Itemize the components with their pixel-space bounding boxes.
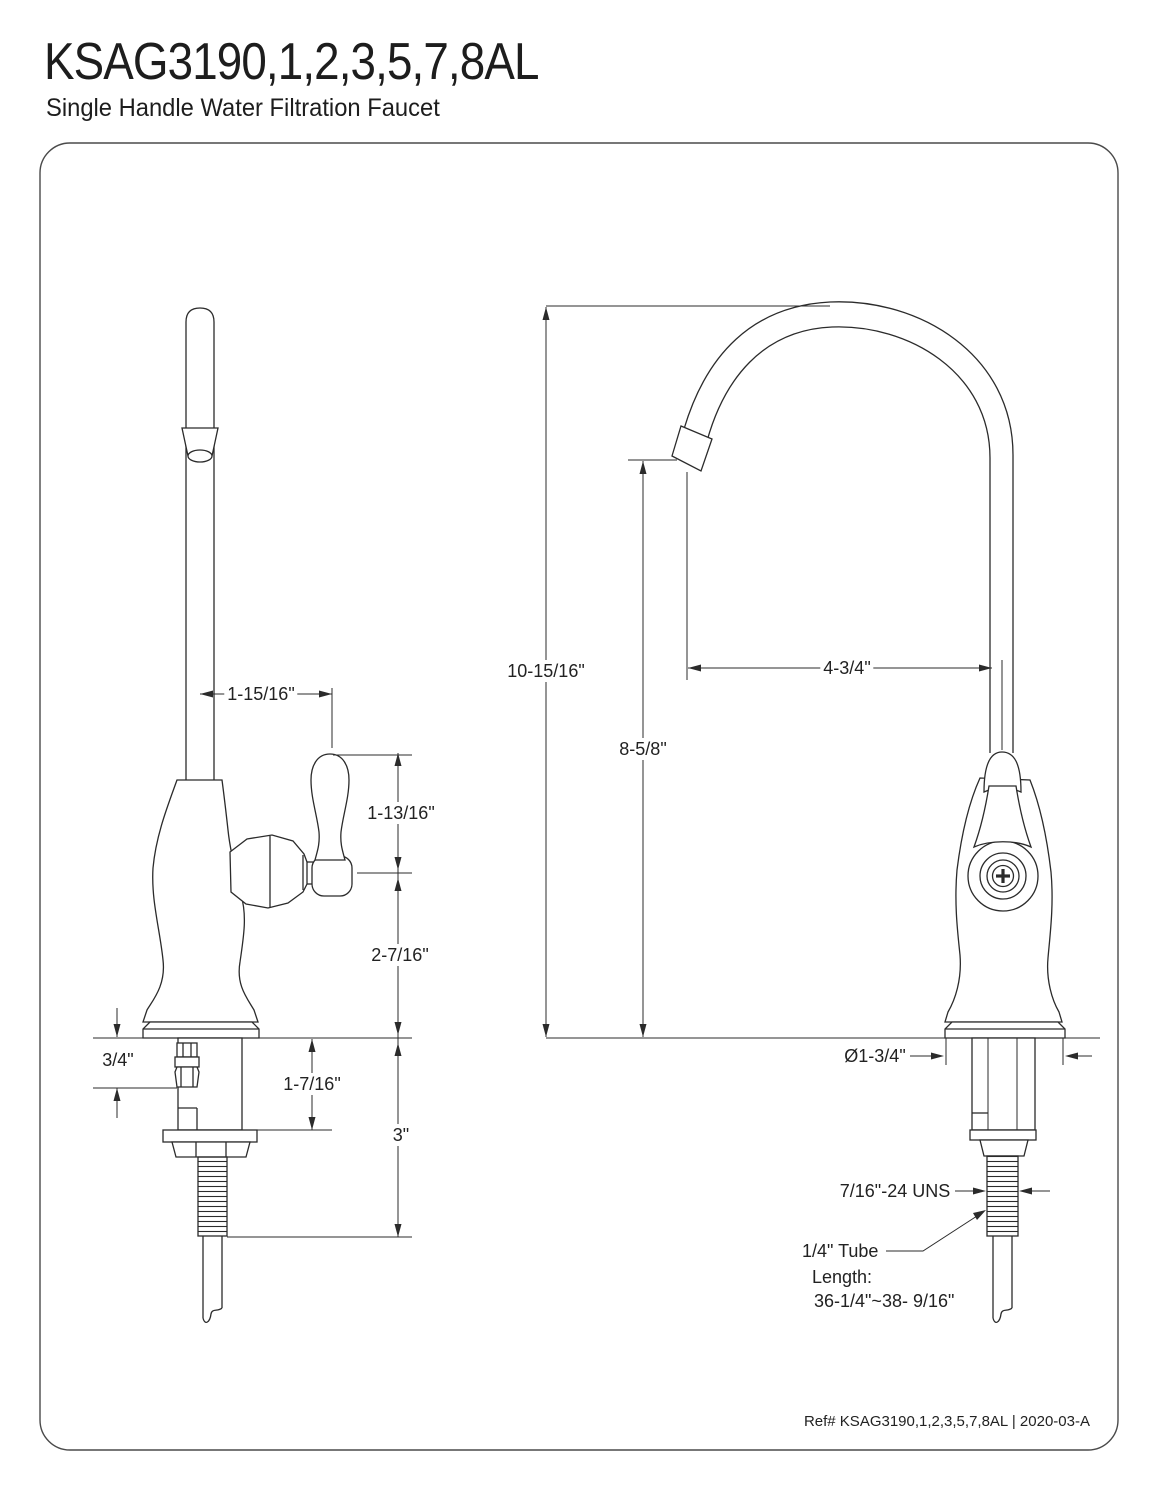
tube-note-line1: 1/4" Tube — [799, 1240, 882, 1262]
dim-shank-length: 1-7/16" — [280, 1073, 344, 1095]
front-view-drawing — [142, 307, 353, 1324]
side-view-drawing — [671, 301, 1066, 1324]
dim-overall-height: 10-15/16" — [504, 660, 588, 682]
dim-handle-height: 1-13/16" — [364, 802, 438, 824]
tube-note-line2: Length: — [809, 1266, 876, 1288]
dim-inlet-drop: 3/4" — [99, 1049, 137, 1071]
reference-number: Ref# KSAG3190,1,2,3,5,7,8AL | 2020-03-A — [803, 1413, 1090, 1430]
sheet-border — [39, 142, 1119, 1451]
page-title: KSAG3190,1,2,3,5,7,8AL — [44, 33, 539, 91]
dim-spout-to-handle: 1-15/16" — [224, 683, 298, 705]
front-view-dimension-lines — [93, 688, 412, 1238]
page-subtitle: Single Handle Water Filtration Faucet — [46, 94, 440, 122]
dim-body-height: 2-7/16" — [368, 944, 432, 966]
dim-spout-reach: 4-3/4" — [820, 657, 874, 679]
dim-base-diameter: Ø1-3/4" — [841, 1045, 909, 1067]
dim-thread-spec: 7/16"-24 UNS — [836, 1180, 954, 1202]
tube-note-line3: 36-1/4"~38- 9/16" — [811, 1290, 958, 1312]
dim-thread-length: 3" — [389, 1124, 413, 1146]
dim-spout-outlet-height: 8-5/8" — [616, 738, 670, 760]
